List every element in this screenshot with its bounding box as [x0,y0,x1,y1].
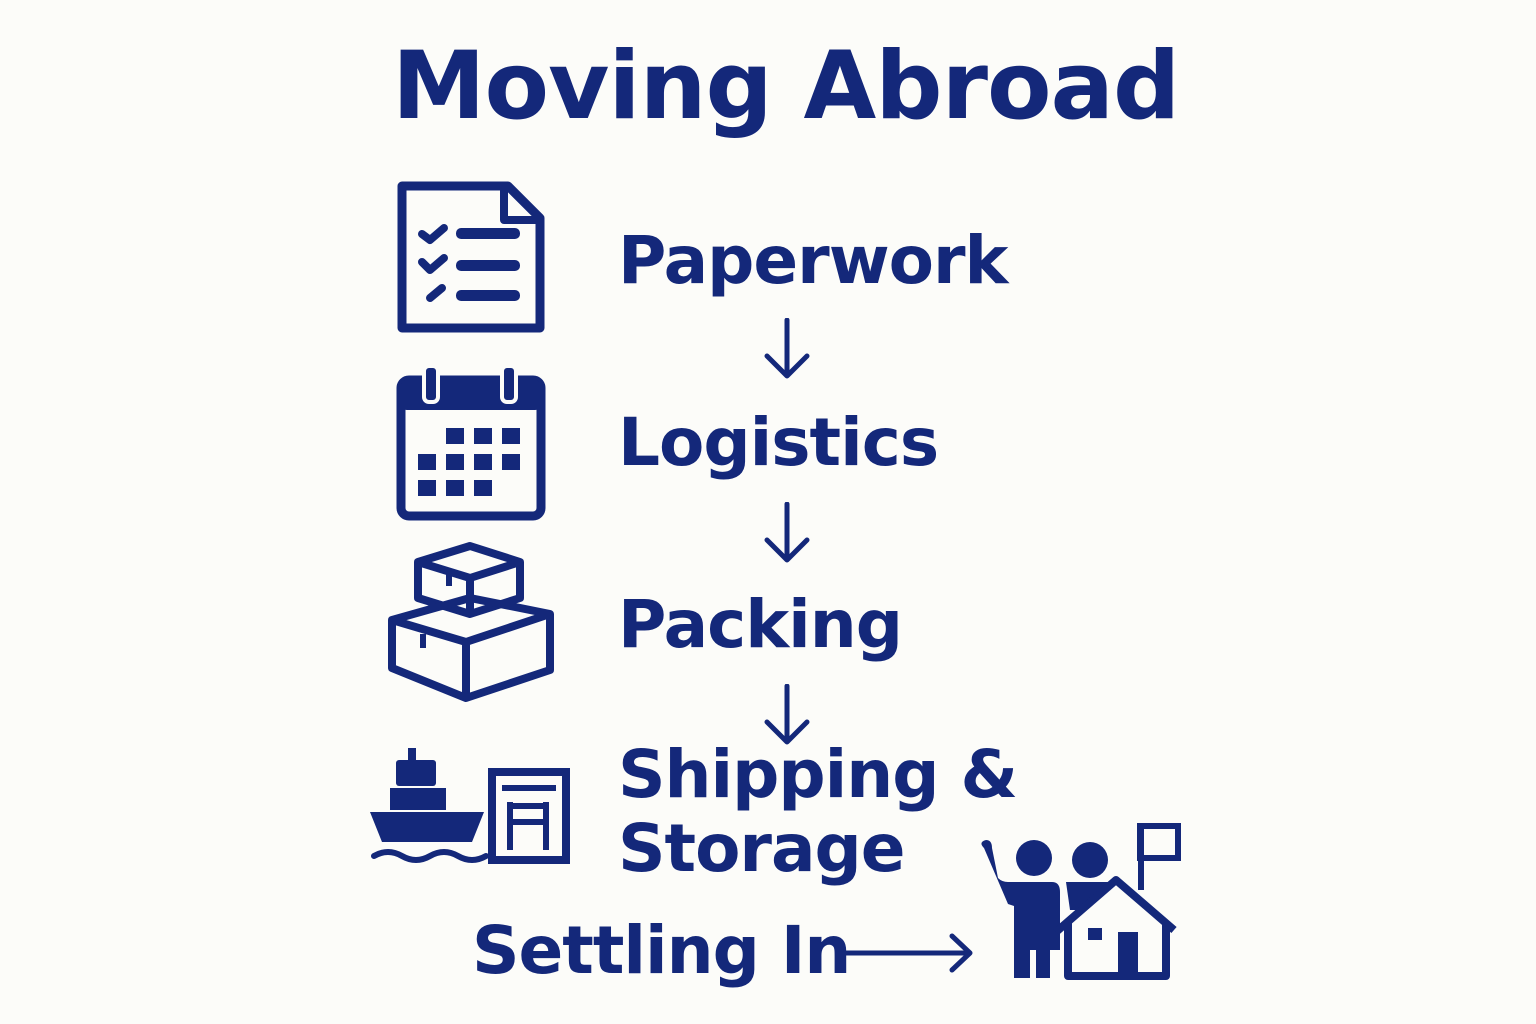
step-label-paperwork: Paperwork [618,222,1008,299]
step-label-shipping: Shipping & [618,736,1018,813]
stacked-boxes-icon [388,542,554,702]
down-arrow-icon [764,684,810,745]
down-arrow-icon [764,502,810,563]
checklist-document-icon [397,181,545,333]
step-label-settling-in: Settling In [472,912,851,989]
family-home-flag-icon [981,823,1181,980]
cargo-ship-warehouse-icon [370,748,570,864]
page-title: Moving Abroad [392,32,1180,141]
step-label-logistics: Logistics [618,404,939,481]
right-arrow-icon [841,933,973,973]
calendar-icon [396,364,546,521]
down-arrow-icon [764,318,810,379]
step-label-packing: Packing [618,586,903,663]
step-label-storage: Storage [618,810,906,887]
